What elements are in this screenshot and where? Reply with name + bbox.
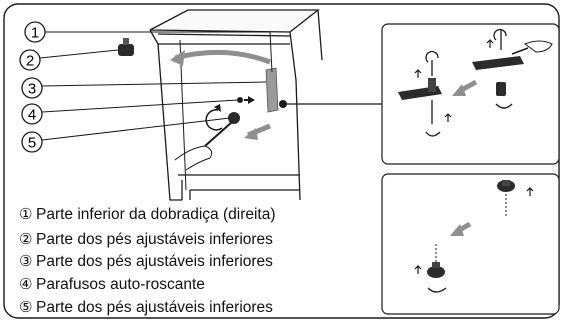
legend-label: Parte dos pés ajustáveis inferiores (36, 231, 273, 248)
svg-text:5: 5 (28, 135, 36, 152)
svg-text:1: 1 (31, 25, 39, 42)
removal-arrow-icon (244, 123, 271, 140)
callout-4: 4 (21, 99, 239, 125)
outer-frame (3, 3, 560, 319)
callout-3: 3 (21, 77, 267, 99)
callout-2: 2 (19, 49, 119, 71)
refrigerator-cabinet-icon (149, 9, 323, 201)
legend-label: Parte inferior da dobradiça (direita) (36, 206, 276, 223)
foot-swap-detail-icon (414, 180, 534, 293)
detail-panel-foot (381, 173, 560, 315)
legend-marker: ① (19, 206, 33, 223)
svg-text:2: 2 (26, 53, 34, 70)
legend-marker: ④ (19, 276, 33, 293)
svg-text:4: 4 (28, 107, 36, 124)
screw-icon (237, 96, 255, 104)
legend-marker: ③ (19, 253, 33, 270)
callout-1: 1 (24, 21, 273, 73)
legend-label: Parte dos pés ajustáveis inferiores (36, 299, 273, 316)
legend-marker: ⑤ (19, 299, 33, 316)
hinge-swap-detail-icon (398, 28, 553, 137)
screwdriver-hand-icon (174, 121, 233, 171)
adjustable-foot-icon (205, 104, 240, 131)
svg-text:3: 3 (28, 81, 36, 98)
hinge-pivot-dot (279, 100, 287, 108)
legend-marker: ② (19, 231, 33, 248)
legend-label: Parafusos auto-roscante (36, 276, 205, 293)
hinge-bracket-icon (265, 67, 279, 113)
curved-arrow-icon (174, 49, 271, 65)
legend-label: Parte dos pés ajustáveis inferiores (36, 253, 273, 270)
callout-5: 5 (21, 117, 231, 153)
adjustable-foot-part-icon (118, 38, 134, 56)
